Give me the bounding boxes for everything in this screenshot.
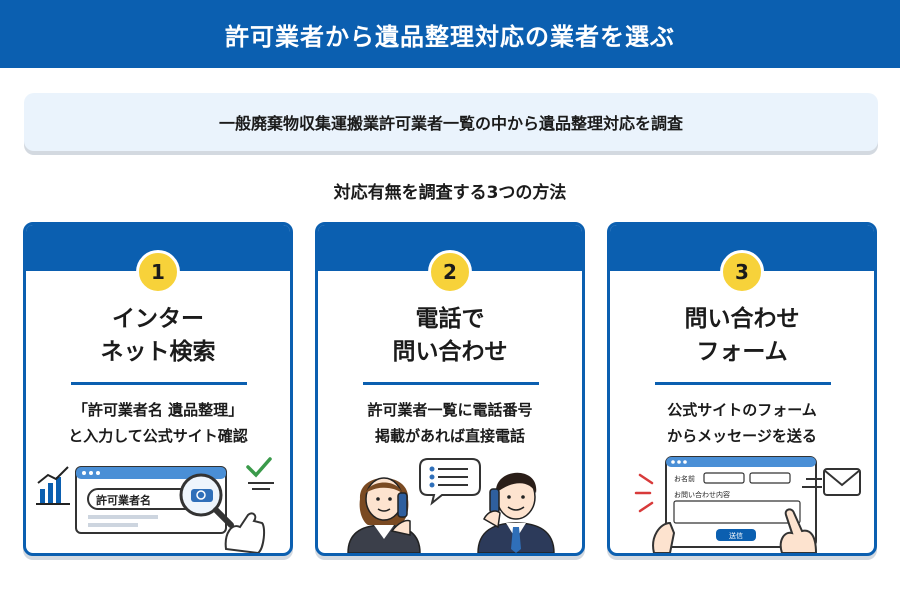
method-description-line: 掲載があれば直接電話 <box>374 427 525 445</box>
hand-left-icon <box>652 521 676 553</box>
method-description-line: 許可業者一覧に電話番号 <box>367 401 533 419</box>
page-header: 許可業者から遺品整理対応の業者を選ぶ <box>0 0 900 68</box>
method-title: 電話で 問い合わせ <box>318 303 582 369</box>
method-description-line: からメッセージを送る <box>667 427 817 445</box>
method-title-line: フォーム <box>696 339 788 365</box>
method-description: 「許可業者名 遺品整理」 と入力して公式サイト確認 <box>26 397 290 449</box>
summary-banner-text: 一般廃棄物収集運搬業許可業者一覧の中から遺品整理対応を調査 <box>218 114 683 133</box>
method-description-line: 公式サイトのフォーム <box>667 401 817 419</box>
magnifier-icon <box>179 473 234 528</box>
search-illustration: 許可業者名 <box>26 453 290 553</box>
page-title: 許可業者から遺品整理対応の業者を選ぶ <box>225 22 675 51</box>
method-title-line: 問い合わせ <box>684 306 800 332</box>
method-title: インター ネット検索 <box>26 303 290 369</box>
speech-bubble-list-icon <box>419 458 481 506</box>
section-title: 対応有無を調査する3つの方法 <box>333 183 567 203</box>
method-card-internet-search: 1 インター ネット検索 「許可業者名 遺品整理」 と入力して公式サイト確認 <box>23 222 293 556</box>
form-name-label: お名前 <box>674 474 695 483</box>
hand-icon <box>224 512 266 553</box>
form-message-label: お問い合わせ内容 <box>674 490 730 499</box>
sparkle-lines-icon <box>634 473 654 513</box>
phone-call-illustration <box>318 453 582 553</box>
method-description-line: 「許可業者名 遺品整理」 <box>72 401 244 419</box>
woman-caller-icon <box>347 477 421 553</box>
method-description: 公式サイトのフォーム からメッセージを送る <box>610 397 874 449</box>
step-number-badge: 3 <box>720 250 764 294</box>
step-number-badge: 1 <box>136 250 180 294</box>
contact-form-illustration: お名前 お問い合わせ内容 送信 <box>610 453 874 553</box>
divider <box>71 382 247 385</box>
method-title-line: ネット検索 <box>100 339 216 365</box>
search-field-text: 許可業者名 <box>96 493 151 507</box>
tablet-form-icon: お名前 お問い合わせ内容 送信 <box>665 456 817 548</box>
man-caller-icon <box>477 472 555 553</box>
bar-chart-icon <box>36 466 70 505</box>
envelope-icon <box>802 468 861 496</box>
method-description: 許可業者一覧に電話番号 掲載があれば直接電話 <box>318 397 582 449</box>
form-submit-button-label: 送信 <box>729 531 743 540</box>
checkmark-icon <box>246 457 274 490</box>
method-title: 問い合わせ フォーム <box>610 303 874 369</box>
hand-pointing-icon <box>779 508 818 553</box>
summary-banner: 一般廃棄物収集運搬業許可業者一覧の中から遺品整理対応を調査 <box>24 93 878 151</box>
method-title-line: インター <box>112 306 204 332</box>
step-number-badge: 2 <box>428 250 472 294</box>
method-card-contact-form: 3 問い合わせ フォーム 公式サイトのフォーム からメッセージを送る お名前 <box>607 222 877 556</box>
divider <box>655 382 831 385</box>
divider <box>363 382 539 385</box>
method-title-line: 問い合わせ <box>392 339 508 365</box>
method-description-line: と入力して公式サイト確認 <box>68 427 248 445</box>
method-title-line: 電話で <box>415 306 485 332</box>
method-card-phone: 2 電話で 問い合わせ 許可業者一覧に電話番号 掲載があれば直接電話 <box>315 222 585 556</box>
